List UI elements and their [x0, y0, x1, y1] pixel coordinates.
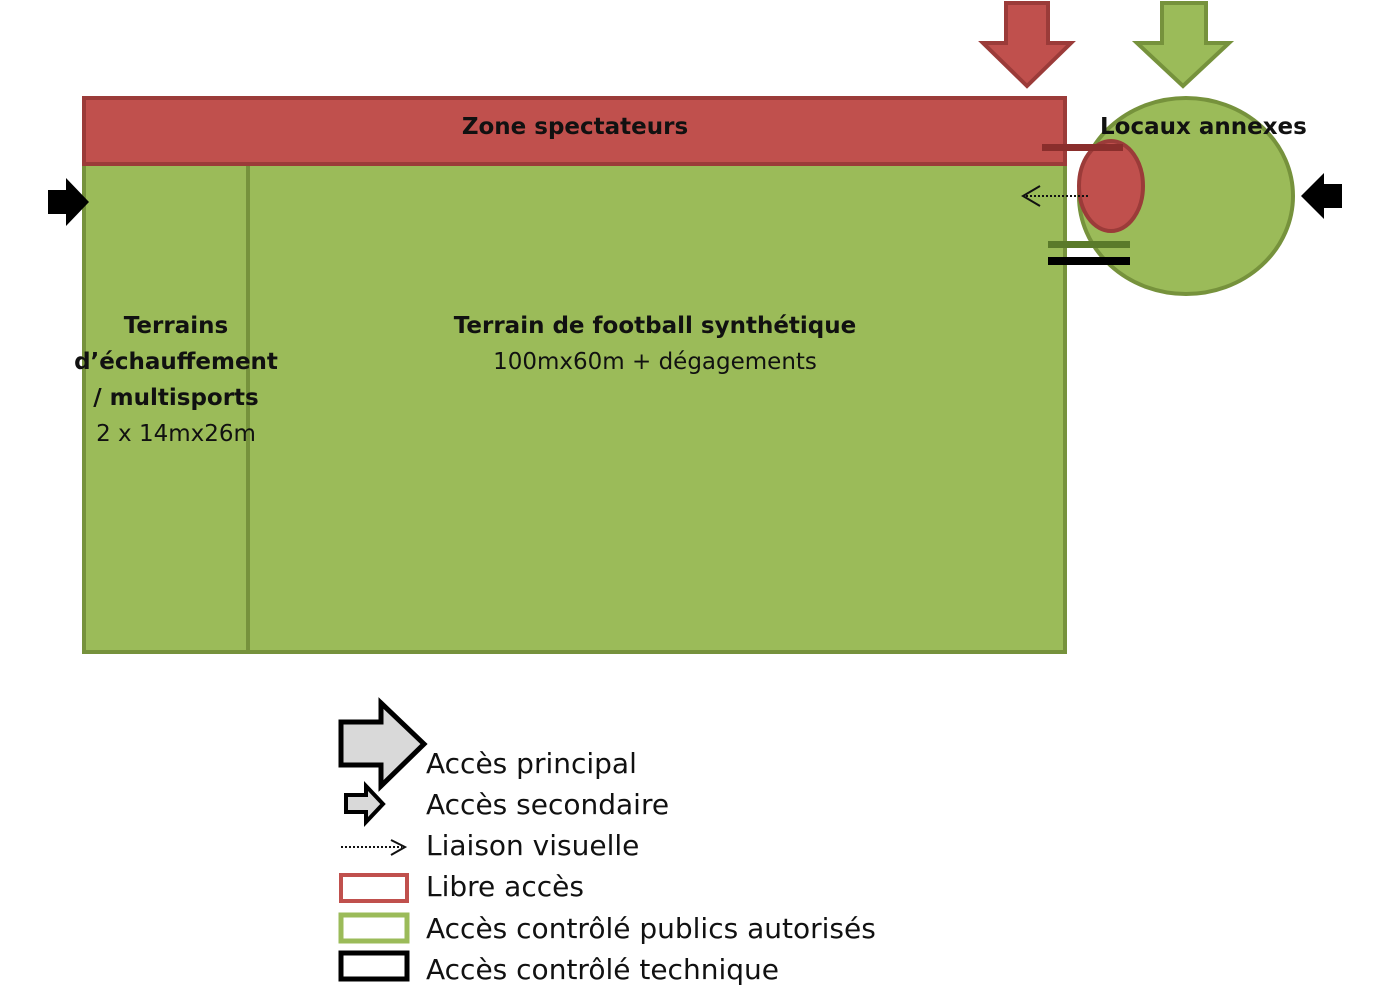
barrier-libre: [1042, 144, 1123, 151]
legend-item-label: Libre accès: [426, 870, 584, 903]
warmup-title-line-1: Terrains: [123, 313, 229, 339]
legend-red-box-icon: [339, 873, 409, 903]
secondary-access-arrow-warmup: [48, 178, 89, 226]
legend-secondary-arrow-icon: [344, 780, 386, 828]
legend-green-box-icon: [338, 912, 410, 944]
legend-item-label: Accès secondaire: [426, 788, 670, 821]
legend-item-label: Accès contrôlé publics autorisés: [426, 912, 876, 945]
warmup-title-line-2: d’échauffement: [74, 349, 278, 375]
spectator-zone-label: Zone spectateurs: [461, 114, 689, 140]
spectator-zone: [82, 96, 1067, 166]
visual-link-arrowhead: [1021, 185, 1041, 207]
football-label: Terrain de football synthétique 100mx60m…: [400, 308, 910, 380]
barrier-controle: [1048, 241, 1130, 248]
legend-item-label: Accès contrôlé technique: [426, 953, 779, 986]
warmup-title-line-3: / multisports: [93, 385, 259, 411]
legend-item-label: Accès principal: [426, 747, 637, 780]
legend-dotted-arrow-head: [390, 839, 408, 856]
annexes-label: Locaux annexes: [1100, 114, 1307, 140]
secondary-access-arrow-annexes: [1301, 173, 1342, 219]
legend-item-label: Liaison visuelle: [426, 829, 640, 862]
main-access-arrow-spectators: [978, 1, 1076, 89]
football-size: 100mx60m + dégagements: [493, 349, 817, 375]
annexes-public-area: [1077, 139, 1145, 233]
warmup-label: Terrains d’échauffement / multisports 2 …: [66, 308, 286, 452]
warmup-size: 2 x 14mx26m: [96, 421, 256, 447]
legend-black-box-icon: [338, 950, 410, 982]
football-title: Terrain de football synthétique: [453, 313, 857, 339]
legend-principal-arrow-icon: [338, 697, 428, 792]
main-access-arrow-annexes: [1131, 1, 1235, 89]
barrier-technique: [1048, 257, 1130, 265]
